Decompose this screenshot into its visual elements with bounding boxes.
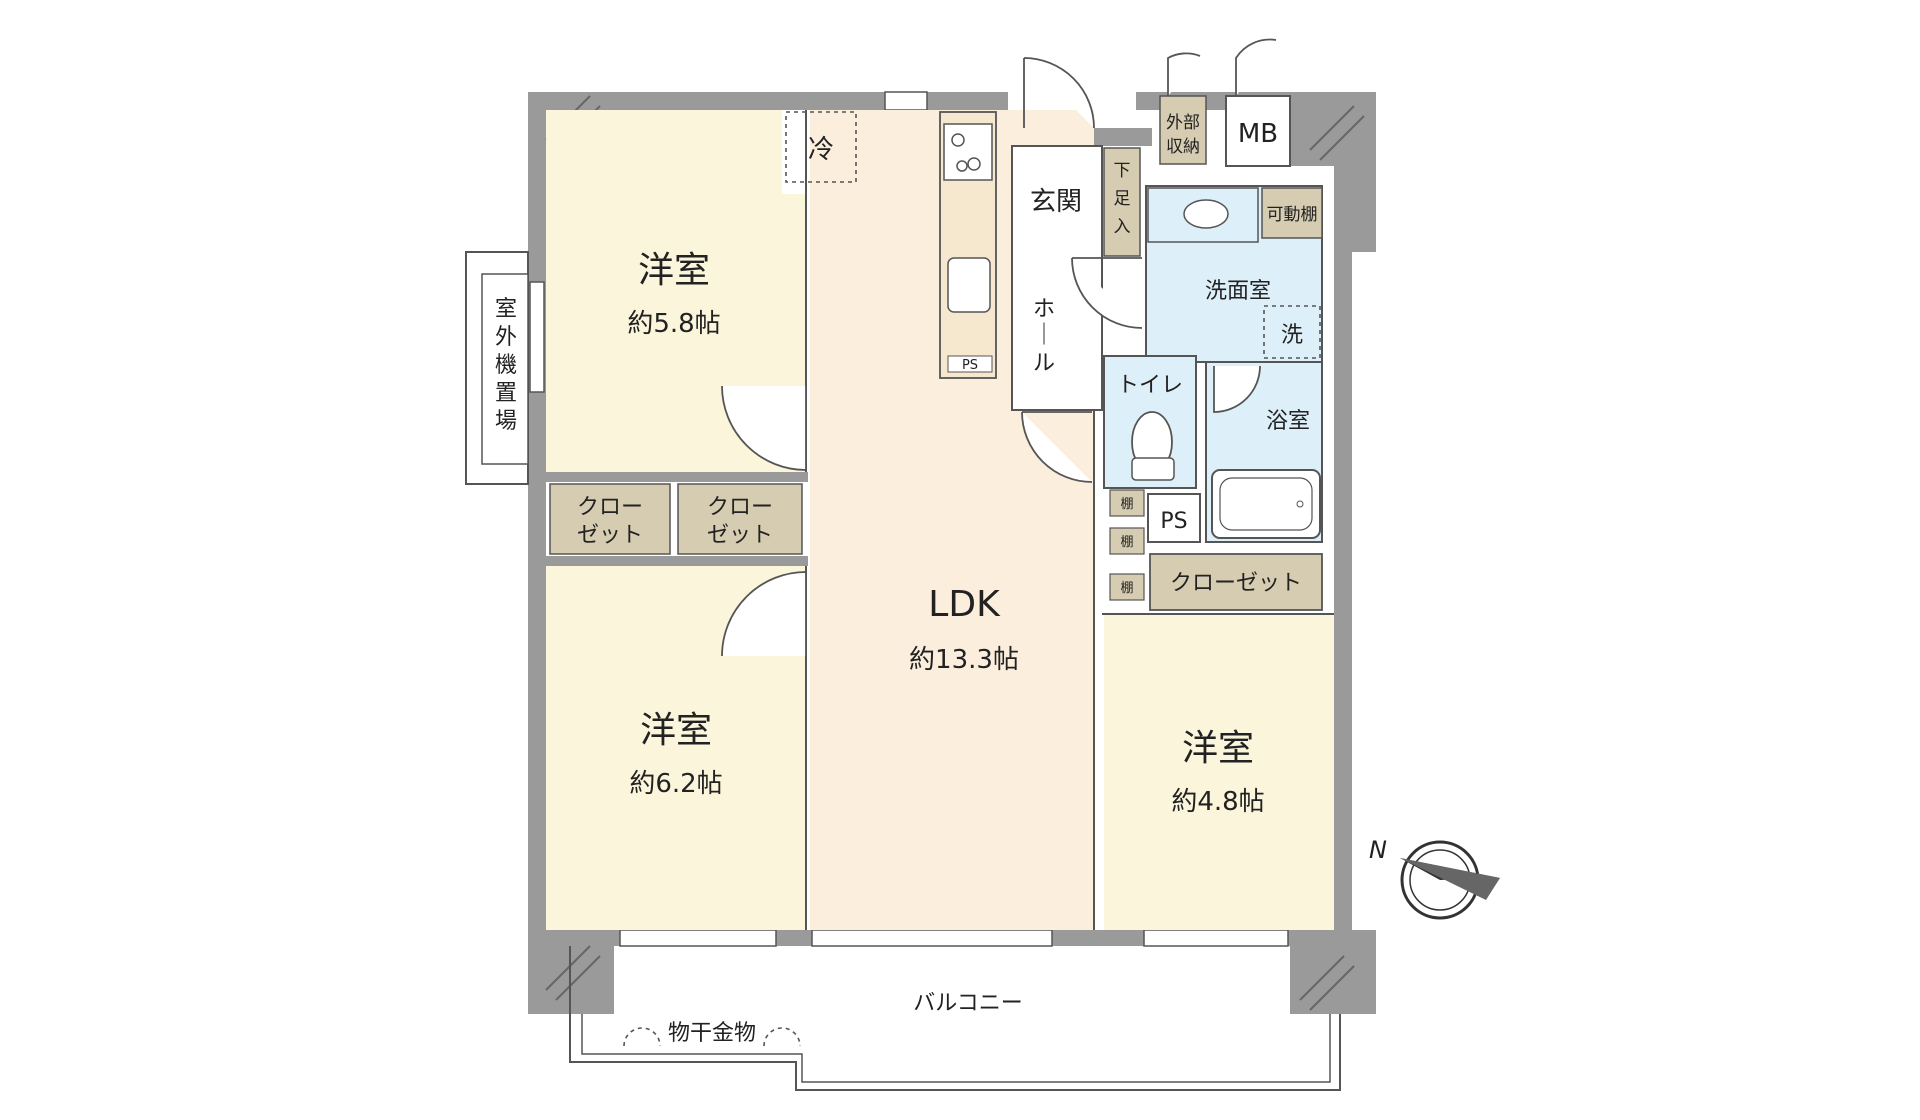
washer-label: 洗 — [1281, 323, 1303, 348]
washroom-label: 洗面室 — [1205, 279, 1271, 304]
ac-unit-label-2: 外 — [495, 325, 517, 350]
western-room-1-size: 約5.8帖 — [627, 309, 720, 339]
shelf-label-1: 棚 — [1120, 497, 1133, 512]
sink-icon — [947, 257, 991, 313]
washroom: 可動棚 洗面室 洗 — [1145, 185, 1323, 363]
shoe-storage-label-3: 入 — [1114, 217, 1131, 237]
entrance-label: 玄関 — [1030, 187, 1082, 217]
western-room-2: 洋室 約6.2帖 — [546, 566, 807, 930]
ac-unit-label-3: 機 — [495, 353, 517, 378]
western-room-3-name: 洋室 — [1182, 728, 1254, 769]
pipe-space-shelves: PS 棚 棚 棚 — [1109, 489, 1201, 601]
laundry-hanger-label: 物干金物 — [668, 1021, 756, 1046]
ac-unit-label-4: 置 — [495, 381, 517, 406]
closets-left: クロー ゼット クロー ゼット — [546, 472, 808, 566]
ldk-size: 約13.3帖 — [909, 645, 1019, 675]
compass-north-label: N — [1369, 836, 1387, 864]
closet-a-line1: クロー — [577, 495, 643, 520]
washbasin-icon — [1183, 199, 1229, 229]
balcony: バルコニー 物干金物 — [569, 946, 1341, 1091]
western-room-3-size: 約4.8帖 — [1171, 787, 1264, 817]
hall-label-2: ｜ — [1033, 323, 1055, 348]
closet-b-line1: クロー — [707, 495, 773, 520]
hall-label-1: ホ — [1033, 297, 1055, 322]
closet-long-label: クローゼット — [1170, 571, 1302, 596]
stove-icon — [943, 123, 993, 181]
ldk-name: LDK — [928, 584, 1001, 625]
entrance-hall: 下 足 入 玄関 ホ ｜ ル — [1011, 57, 1143, 483]
shelf-label-3: 棚 — [1120, 581, 1133, 596]
closet-a-line2: ゼット — [577, 523, 643, 548]
refrigerator-label: 冷 — [808, 135, 834, 165]
outdoor-storage-label-2: 収納 — [1166, 137, 1200, 157]
compass: N — [1369, 836, 1500, 920]
pipe-space-label: PS — [1160, 509, 1187, 534]
ac-unit-label-5: 場 — [495, 409, 517, 434]
closet-long: クローゼット — [1149, 553, 1323, 611]
balcony-label: バルコニー — [913, 991, 1023, 1016]
toilet-room: トイレ — [1103, 355, 1197, 489]
shelf-label-2: 棚 — [1120, 535, 1133, 550]
hall-label-3: ル — [1033, 351, 1055, 376]
western-room-2-size: 約6.2帖 — [629, 769, 722, 799]
bathroom-label: 浴室 — [1266, 409, 1310, 434]
closet-b-line2: ゼット — [707, 523, 773, 548]
western-room-2-name: 洋室 — [640, 710, 712, 751]
outdoor-storage-label-1: 外部 — [1166, 113, 1200, 133]
shoe-storage-label-2: 足 — [1114, 189, 1131, 209]
windows — [529, 91, 1289, 947]
western-room-1: 洋室 約5.8帖 — [546, 110, 807, 472]
western-room-3: 洋室 約4.8帖 — [1102, 613, 1334, 930]
ac-unit-label-1: 室 — [495, 297, 517, 322]
outdoor-storage: 外部 収納 MB — [1159, 38, 1291, 167]
ac-unit-space: 室 外 機 置 場 — [465, 251, 529, 485]
bathroom: 浴室 — [1205, 361, 1323, 543]
meter-box-label: MB — [1238, 119, 1278, 149]
shoe-storage-label-1: 下 — [1114, 161, 1131, 181]
western-room-1-name: 洋室 — [638, 250, 710, 291]
toilet-label: トイレ — [1117, 373, 1183, 398]
kitchen-pipe-space-label: PS — [962, 358, 978, 373]
movable-shelf-label: 可動棚 — [1267, 205, 1318, 225]
